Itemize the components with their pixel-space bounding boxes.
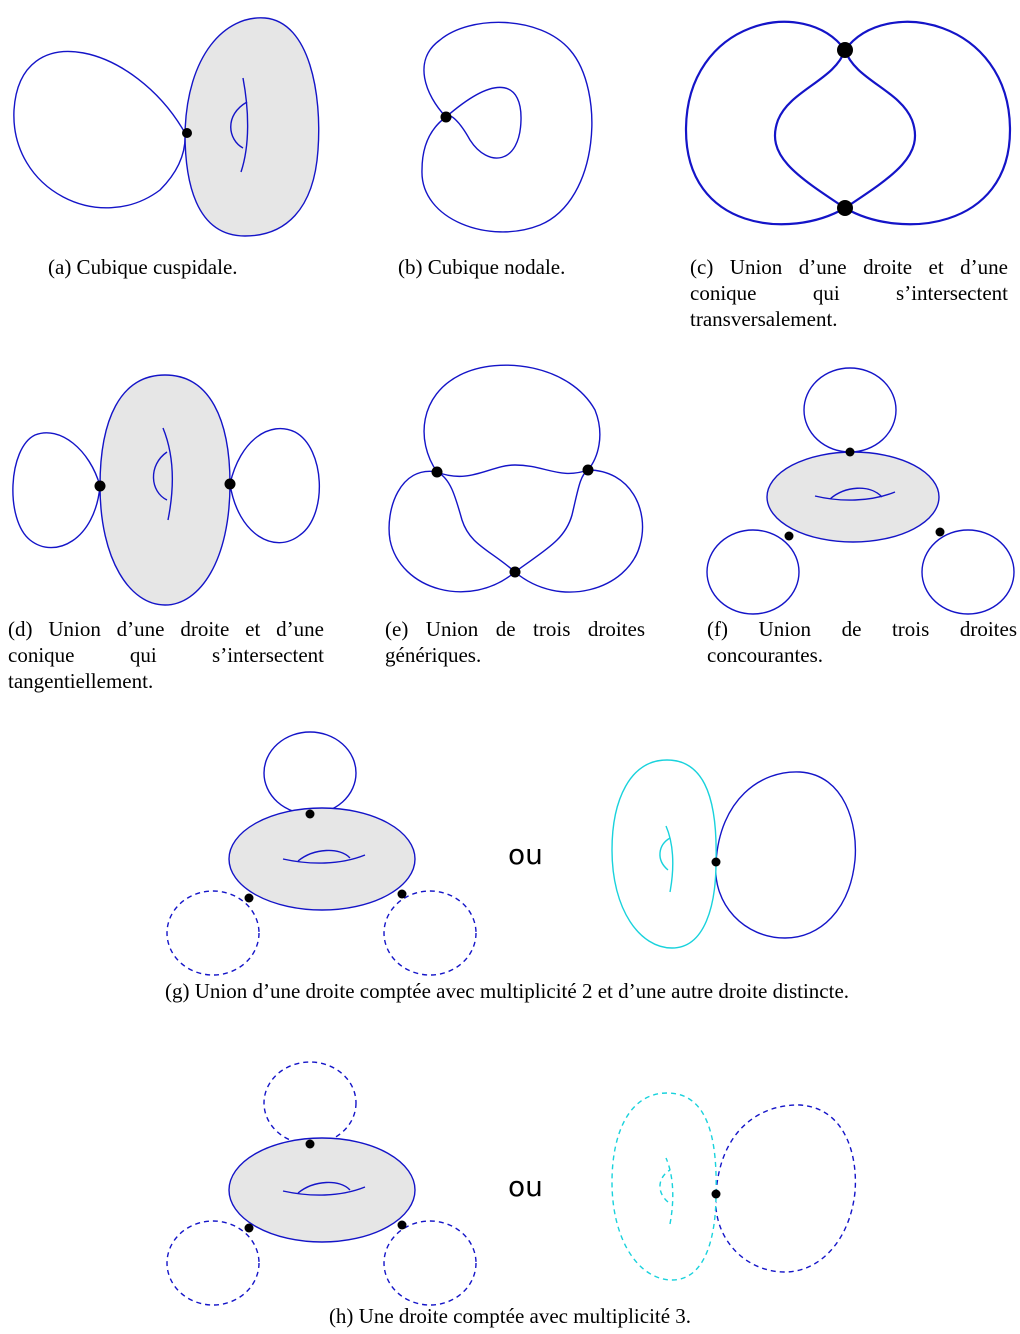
contact-point-top [845,447,855,457]
torus-hole-line [162,427,173,521]
contact-point [711,857,721,867]
or-connector-g: ou [508,838,543,871]
contact-point [711,1189,721,1199]
caption-a: (a) Cubique cuspidale. [48,255,238,279]
top-loop [423,364,601,473]
bottom-right-sphere-dashed [383,890,477,976]
diagram-h-torus-variant [166,1061,477,1306]
caption-d: (d) Union d’une droite et d’une conique … [8,617,324,693]
intersection-point-bottom [837,200,853,216]
diagram-g-torus-variant [166,731,477,976]
torus-hole-arc [230,101,248,149]
or-connector-h: ou [508,1170,543,1203]
top-sphere [803,367,897,453]
caption-g: (g) Union d’une droite comptée avec mult… [165,979,850,1003]
diagram-b-nodal-cubic [421,21,593,233]
bottom-left-sphere-dashed [166,1220,260,1306]
torus-hole-line [282,1186,366,1196]
contact-point-right [935,527,945,537]
torus-shape [184,17,320,237]
intersection-point-right [582,464,594,476]
torus-hole-line [282,854,366,864]
diagram-g-cyan-torus-variant [611,759,857,949]
torus-hole-arc [152,451,168,501]
intersection-point-left [431,466,443,478]
contact-point-left [244,893,254,903]
caption-f: (f) Union de trois droites concourantes. [707,617,1017,667]
contact-point-left [784,531,794,541]
diagram-c-line-conic-transverse [684,20,1012,226]
contact-point-left [244,1223,254,1233]
contact-point-top [305,809,315,819]
cyan-hole-arc-dashed [659,1169,671,1203]
bottom-right-sphere [921,529,1015,615]
blue-sphere [715,771,857,939]
caption-b: (b) Cubique nodale. [398,255,566,279]
cusp-point [182,128,192,138]
diagram-d-line-conic-tangent [12,374,320,606]
top-sphere [263,731,357,815]
intersection-point-top [837,42,853,58]
contact-point-right [397,889,407,899]
middle-wave [436,464,589,477]
caption-c: (c) Union d’une droite et d’une conique … [690,255,1008,331]
cyan-torus-shape-dashed [611,1092,717,1281]
blue-sphere-dashed [715,1104,857,1273]
diagram-e-three-generic-lines [388,364,644,593]
left-loop [388,470,517,593]
torus-hole-line [240,77,249,173]
right-loop [513,469,644,593]
contact-point-top [305,1139,315,1149]
node-point [440,111,452,123]
torus-shape [766,451,940,543]
diagram-a-cuspidal-cubic [13,17,320,237]
torus-hole-arc [297,849,351,862]
torus-hole-line [814,491,896,501]
diagram-f-three-concurrent-lines [706,367,1015,615]
cyan-torus-shape [611,759,717,949]
cyan-hole-line [665,825,674,893]
top-sphere-dashed [263,1061,357,1145]
left-sphere [12,432,101,549]
tangent-point-right [224,478,236,490]
bottom-left-sphere-dashed [166,890,260,976]
sphere-circle [13,50,186,209]
torus-shape [228,807,416,911]
right-sphere [229,427,320,544]
torus-shape [228,1137,416,1243]
tangent-point-left [94,480,106,492]
cyan-hole-line-dashed [665,1157,674,1225]
intersection-point-bottom [509,566,521,578]
torus-shape [99,374,231,606]
contact-point-right [397,1220,407,1230]
bottom-left-sphere [706,529,800,615]
caption-e: (e) Union de trois droites génériques. [385,617,645,667]
torus-hole-arc [297,1181,351,1194]
cyan-hole-arc [659,837,671,871]
diagram-h-cyan-torus-variant [611,1092,857,1281]
bottom-right-sphere-dashed [383,1220,477,1306]
caption-h: (h) Une droite comptée avec multiplicité… [328,1304,692,1328]
torus-hole-arc [829,487,883,500]
inner-lens-curve [773,46,917,210]
nodal-curve [421,21,593,233]
